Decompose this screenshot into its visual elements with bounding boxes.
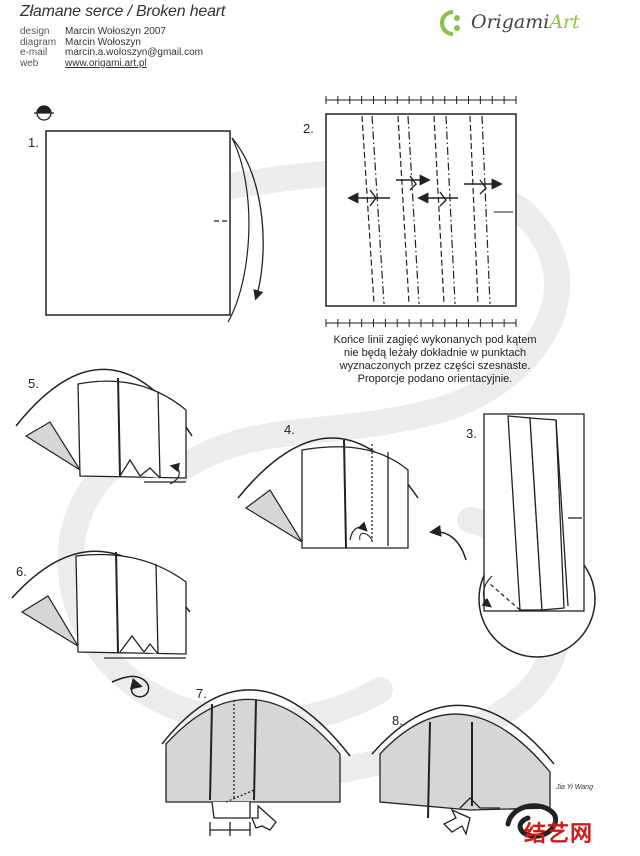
paper-square: [45, 130, 231, 316]
credit-row: e-mail marcin.a.woloszyn@gmail.com: [20, 48, 203, 59]
credit-key: design: [20, 26, 50, 37]
credit-key: e-mail: [20, 47, 48, 59]
step-6: 6.: [11, 550, 191, 698]
stamp-mark: 结艺网: [524, 822, 594, 847]
watermark-stamp: Jia Yi Wang 结艺网: [498, 776, 628, 848]
step-8-number: 8.: [392, 713, 403, 728]
rotate-symbol: [111, 675, 150, 698]
note-line: wyznaczonych przez części szesnaste.: [339, 360, 531, 372]
shaded-paper: [379, 713, 551, 811]
credit-row: diagram Marcin Wołoszyn: [20, 36, 203, 49]
ruler-top: [325, 96, 517, 104]
step4-arrow: [349, 521, 368, 541]
credit-row: design Marcin Wołoszyn 2007: [20, 26, 203, 38]
web-link[interactable]: www.origami.art.pl: [65, 57, 147, 69]
brand: OrigamiArt: [471, 8, 580, 36]
push-arrow: [251, 804, 277, 831]
step-7: 7.: [161, 686, 351, 836]
credits: design Marcin Wołoszyn 2007 diagram Marcin…: [20, 26, 203, 70]
paper-square-step2: [325, 113, 517, 307]
fold-arrow: [231, 137, 264, 301]
step-5-number: 5.: [28, 376, 39, 391]
step-4: 4.: [237, 422, 419, 549]
step-2-number: 2.: [303, 121, 314, 136]
step-8: 8.: [371, 704, 555, 836]
pleat-arrows: [347, 174, 503, 207]
corner-flap: [244, 489, 303, 543]
ruler-bottom: [325, 319, 517, 327]
credit-value: Marcin Wołoszyn: [65, 36, 141, 48]
corner-flap: [20, 595, 79, 647]
brand-wordmark: OrigamiArt: [471, 11, 580, 33]
crease-lines: [361, 115, 491, 305]
step-1: 1.: [28, 105, 264, 323]
email-link[interactable]: marcin.a.woloszyn@gmail.com: [65, 47, 203, 59]
brand-accent: Art: [549, 11, 580, 33]
corner-flap: [24, 421, 81, 471]
arc-edge: [371, 704, 555, 765]
credit-key: diagram: [20, 36, 57, 48]
brand-main: Origami: [471, 11, 550, 33]
credit-key: web: [20, 57, 39, 69]
note-line: nie będą leżały dokładnie w punktach: [343, 347, 527, 359]
origamiart-logo-icon: [440, 10, 460, 36]
note-line: Proporcje podano orientacyjnie.: [357, 373, 513, 385]
step2-note: Końce linii zagięć wykonanych pod kątem …: [300, 334, 570, 386]
step-7-number: 7.: [196, 686, 207, 701]
step-1-number: 1.: [28, 135, 39, 150]
arc-edge: [161, 689, 351, 757]
flip-symbol: [34, 105, 54, 121]
step-3: 3.: [429, 413, 596, 658]
step5-arrow: [169, 462, 181, 485]
step-6-number: 6.: [16, 564, 27, 579]
zoom-arrow: [429, 524, 467, 561]
step-2: 2.: [303, 96, 517, 327]
signature-script: Jia Yi Wang: [556, 784, 593, 791]
pleated-strip: [483, 413, 585, 612]
credit-value: Marcin Wołoszyn 2007: [65, 26, 166, 37]
note-line: Końce linii zagięć wykonanych pod kątem: [333, 334, 537, 346]
step-4-number: 4.: [284, 422, 295, 437]
page-title: Złamane serce / Broken heart: [20, 3, 226, 20]
push-arrow: [442, 808, 471, 836]
step-3-number: 3.: [466, 426, 477, 441]
step-5: 5.: [15, 368, 193, 485]
credit-row: web www.origami.art.pl: [20, 57, 203, 70]
brush-stroke-icon: [505, 803, 558, 839]
step3-arrow: [481, 575, 521, 611]
